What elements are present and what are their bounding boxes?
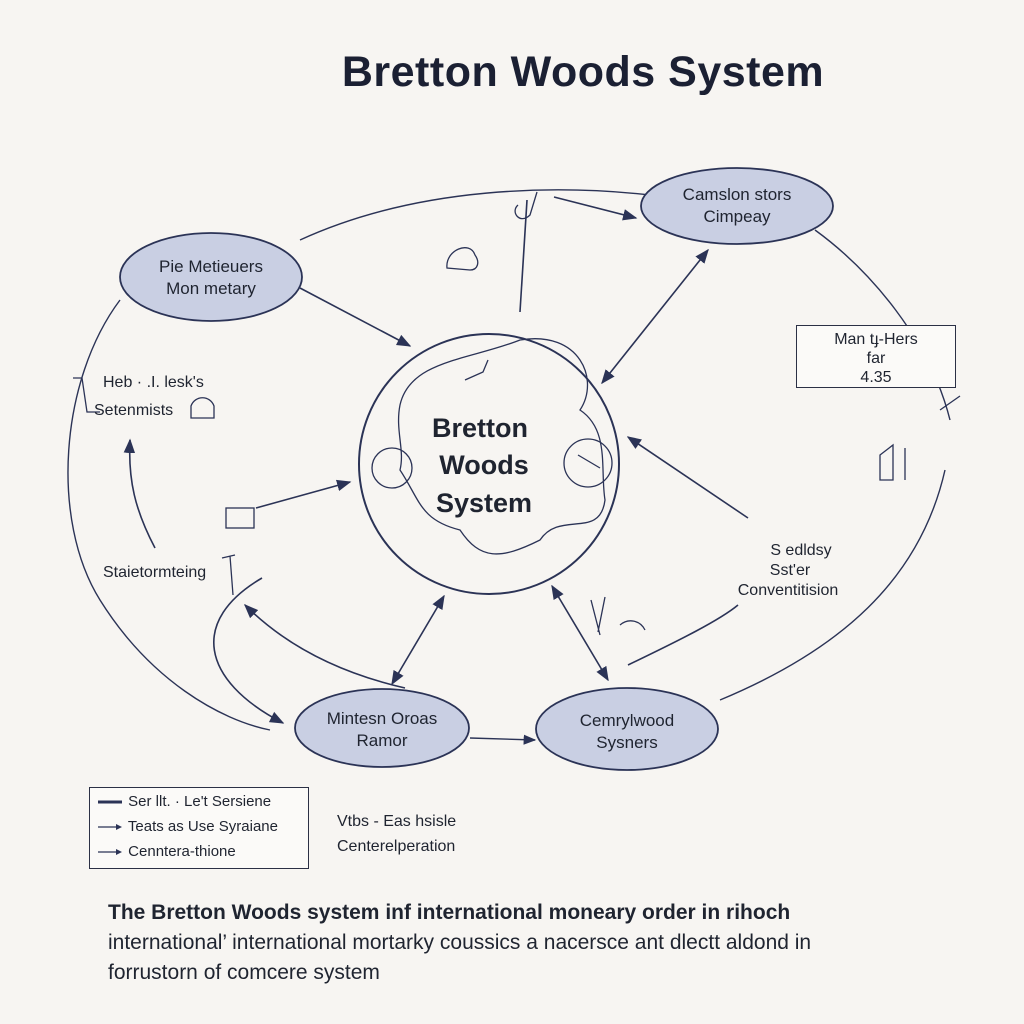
lamp-icon [514,191,538,220]
label-right-2: Sst'er [770,562,811,579]
node-bottom-left: Mintesn Oroas Ramor [294,688,470,768]
note-box: Man tɟ-Hers far 4.35 [796,325,956,388]
center-node: Bretton Woods System [358,333,620,595]
legend-item-label: Cenntera-thione [128,843,236,860]
gear-figure-icon [464,359,489,381]
label-left-upper-2: Setenmists [94,402,173,419]
legend: Ser llt. · Le't Sersiene Teats as Use Sy… [89,787,309,869]
cart-icon [73,377,100,413]
label-right-3: Conventitision [738,582,839,599]
double-arrow-icon [98,849,122,856]
connector-arrows [123,196,749,724]
node-bottom-right-line2: Sysners [596,733,657,752]
center-title-line3: System [436,488,532,518]
node-top-left-line1: Pie Metieuers [159,257,263,276]
center-title-line2: Woods [439,450,529,480]
node-top-left: Pie Metieuers Mon metary [119,232,303,322]
node-bottom-left-line2: Ramor [356,731,407,750]
note-box-line2: far [866,350,886,367]
caption: The Bretton Woods system inf internation… [108,898,988,988]
side-legend-line2: Centerelperation [337,838,456,855]
node-top-right: Camslon stors Cimpeay [640,167,834,245]
hammer-icon [221,554,236,596]
label-right-1: S edldsy [770,542,831,559]
bottle-icon [879,443,906,481]
node-top-right-line2: Cimpeay [703,207,771,226]
caption-line2: international’ international mortarky co… [108,931,812,954]
caption-line3: forrustorn of comcere system [108,961,380,984]
node-bottom-left-line1: Mintesn Oroas [327,709,438,728]
calculator-icon [225,507,255,529]
legend-item-label: Teats as Use Syraiane [127,818,278,835]
note-box-line1: Man tɟ-Hers [834,331,918,348]
node-top-left-line2: Mon metary [166,279,256,298]
legend-item: Ser llt. · Le't Sersiene [98,792,271,812]
node-bottom-right: Cemrylwood Sysners [535,687,719,771]
node-top-right-line1: Camslon stors [683,185,792,204]
bag-icon [190,397,215,419]
thick-line-icon [98,800,122,804]
label-left-lower: Staietormteing [103,564,206,581]
arrow-right-icon [98,824,122,831]
piggy-bank-icon [446,247,479,271]
sketch-icons [73,191,961,636]
label-left-upper-1: Heb · .I. lesk's [103,374,204,391]
legend-item-label: Ser llt. · Le't Sersiene [128,793,272,810]
outer-orbit [67,189,951,745]
legend-item: Teats as Use Syraiane [98,817,278,837]
page-title: Bretton Woods System [341,48,825,96]
note-box-line3: 4.35 [860,369,892,386]
caption-line1: The Bretton Woods system inf internation… [108,901,791,924]
center-title-line1: Bretton [432,413,528,443]
side-legend-line1: Vtbs - Eas hsisle [337,813,457,830]
legend-item: Cenntera-thione [98,842,236,862]
node-bottom-right-line1: Cemrylwood [580,711,674,730]
tools-icon [590,596,646,636]
